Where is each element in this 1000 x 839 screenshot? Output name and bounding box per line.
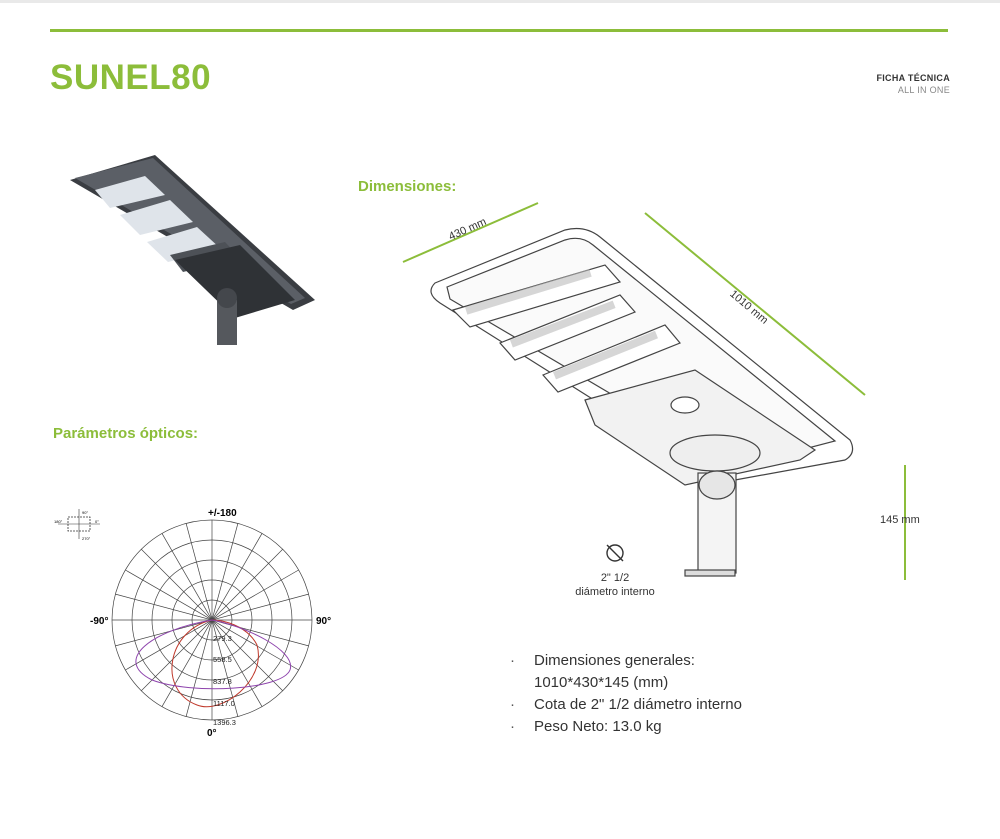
ring-value: 1117.0 (213, 699, 235, 708)
pipe-diameter-note: 2" 1/2 diámetro interno (555, 571, 675, 599)
dimensions-heading: Dimensiones: (358, 178, 457, 195)
top-border (0, 0, 1000, 3)
spec-general-label: Dimensiones generales: (534, 652, 695, 669)
orientation-legend: 90° 180° 0° 270° (54, 509, 100, 541)
polar-top-label: +/-180 (208, 508, 237, 519)
polar-diagram: 279.3 558.5 837.8 1117.0 1396.3 +/-180 -… (90, 508, 331, 739)
ring-value: 837.8 (213, 677, 232, 686)
luminaire-outline (430, 227, 854, 577)
pipe-size: 2" 1/2 (600, 572, 630, 584)
ring-value-labels: 279.3 558.5 837.8 1117.0 1396.3 (213, 634, 236, 727)
spec-general-value: 1010*430*145 (mm) (534, 674, 669, 691)
optics-heading: Parámetros ópticos: (53, 425, 199, 442)
polar-right-label: 90° (316, 616, 331, 627)
polar-curve-b (135, 619, 291, 690)
polar-curves (135, 619, 291, 708)
mini-label-bottom: 270° (82, 536, 91, 541)
ring-value: 1396.3 (213, 718, 236, 727)
spec-list: Dimensiones generales: 1010*430*145 (mm)… (510, 650, 742, 738)
dimension-lines (402, 202, 906, 580)
polar-left-label: -90° (90, 616, 108, 627)
polar-bottom-label: 0° (207, 728, 217, 739)
spec-general-dimensions: Dimensiones generales: 1010*430*145 (mm) (510, 650, 742, 694)
mini-label-top: 90° (82, 510, 88, 515)
product-title: SUNEL80 (50, 58, 212, 97)
led-dots (465, 268, 658, 380)
pipe-description: diámetro interno (575, 586, 655, 598)
product-photo (70, 155, 315, 345)
height-dimension-label: 145 mm (880, 514, 920, 526)
dimension-drawing (402, 202, 906, 580)
spec-weight: Peso Neto: 13.0 kg (510, 716, 742, 738)
diameter-icon (606, 544, 624, 562)
sheet-label: FICHA TÉCNICA ALL IN ONE (876, 72, 950, 96)
mini-label-right: 0° (95, 519, 99, 524)
ring-value: 558.5 (213, 655, 232, 664)
header-rule (50, 29, 948, 32)
ring-value: 279.3 (213, 634, 232, 643)
sheet-subtype: ALL IN ONE (897, 85, 950, 95)
polar-curve-a (171, 619, 259, 708)
mini-label-left: 180° (54, 519, 63, 524)
sheet-type: FICHA TÉCNICA (876, 73, 950, 83)
spec-bore: Cota de 2" 1/2 diámetro interno (510, 694, 742, 716)
